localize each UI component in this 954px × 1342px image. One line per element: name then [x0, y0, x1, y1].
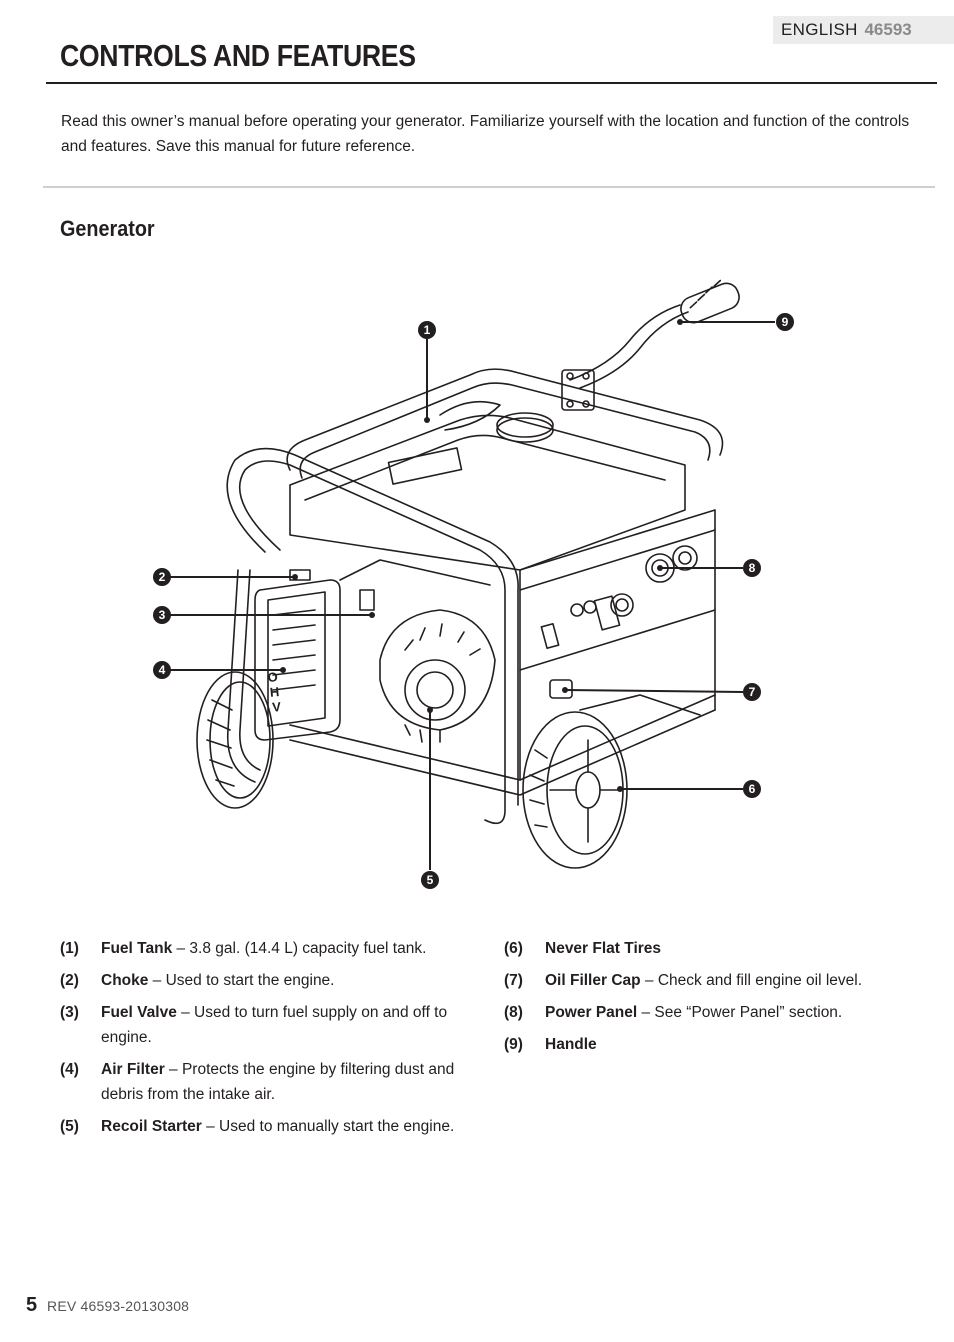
callout-5: 5	[421, 871, 439, 889]
callout-4-label: 4	[159, 663, 166, 677]
feature-item: (7) Oil Filler Cap – Check and fill engin…	[504, 968, 924, 993]
feature-item: (4) Air Filter – Protects the engine by f…	[60, 1057, 480, 1107]
frame-top	[286, 368, 724, 471]
frame-bottom	[289, 709, 716, 796]
feature-description: – See “Power Panel” section.	[637, 1004, 843, 1021]
feature-item: (3) Fuel Valve – Used to turn fuel supply…	[60, 1000, 480, 1050]
feature-list-right: (6) Never Flat Tires (7) Oil Filler Cap – …	[504, 936, 924, 1064]
feature-name: Handle	[545, 1036, 597, 1053]
handle-grip	[680, 282, 740, 324]
feature-number: (4)	[60, 1061, 79, 1078]
recoil-starter	[379, 609, 496, 743]
feature-description: – Protects the engine by filtering dust …	[101, 1061, 455, 1103]
revision-label: REV 46593-20130308	[47, 1298, 190, 1314]
feature-item: (6) Never Flat Tires	[504, 936, 924, 961]
feature-name: Power Panel	[545, 1004, 638, 1021]
callout-9: 9	[776, 313, 794, 331]
callout-3: 3	[153, 606, 171, 624]
feature-number: (9)	[504, 1036, 523, 1053]
callout-2-label: 2	[159, 570, 166, 584]
callout-5-label: 5	[427, 873, 434, 887]
left-wheel	[196, 671, 274, 809]
feature-name: Recoil Starter	[101, 1118, 202, 1135]
feature-description: – 3.8 gal. (14.4 L) capacity fuel tank.	[172, 940, 427, 957]
leader-7	[564, 689, 744, 693]
air-filter-housing	[254, 579, 341, 741]
feature-item: (8) Power Panel – See “Power Panel” secti…	[504, 1000, 924, 1025]
fuel-cap	[496, 417, 554, 443]
handle-bar	[569, 304, 681, 381]
callout-3-label: 3	[159, 608, 166, 622]
frame-front	[238, 460, 506, 825]
section-divider	[43, 186, 935, 188]
page-number: 5	[26, 1294, 38, 1316]
callout-7-label: 7	[749, 685, 756, 699]
feature-item: (9) Handle	[504, 1032, 924, 1057]
page-footer: 5 REV 46593-20130308	[26, 1294, 189, 1317]
callout-6: 6	[743, 780, 761, 798]
callout-4: 4	[153, 661, 171, 679]
callout-6-label: 6	[749, 782, 756, 796]
oil-filler-cap	[549, 679, 573, 699]
air-filter-lettering: OHV	[267, 669, 282, 715]
feature-name: Fuel Tank	[101, 940, 173, 957]
feature-description: – Check and fill engine oil level.	[640, 972, 863, 989]
intro-paragraph: Read this owner’s manual before operatin…	[61, 113, 910, 155]
callout-1: 1	[418, 321, 436, 339]
feature-number: (2)	[60, 972, 79, 989]
right-wheel	[522, 711, 628, 869]
feature-number: (3)	[60, 1004, 79, 1021]
feature-name: Choke	[101, 972, 149, 989]
feature-item: (2) Choke – Used to start the engine.	[60, 968, 480, 993]
feature-description: – Used to manually start the engine.	[201, 1118, 455, 1135]
callout-1-label: 1	[424, 323, 431, 337]
fuel-tank	[289, 414, 686, 571]
feature-number: (7)	[504, 972, 523, 989]
title-divider	[46, 82, 937, 84]
feature-name: Air Filter	[101, 1061, 165, 1078]
feature-number: (5)	[60, 1118, 79, 1135]
feature-name: Never Flat Tires	[545, 940, 662, 957]
section-title: Generator	[60, 216, 155, 241]
feature-number: (6)	[504, 940, 523, 957]
page-title: CONTROLS AND FEATURES	[60, 38, 416, 73]
callout-2: 2	[153, 568, 171, 586]
callout-8-label: 8	[749, 561, 756, 575]
language-tab: ENGLISH 46593	[773, 16, 954, 44]
feature-number: (1)	[60, 940, 79, 957]
feature-item: (5) Recoil Starter – Used to manually sta…	[60, 1114, 480, 1139]
feature-list-left: (1) Fuel Tank – 3.8 gal. (14.4 L) capacit…	[60, 936, 480, 1146]
feature-description: – Used to start the engine.	[148, 972, 335, 989]
model-number: 46593	[864, 20, 912, 39]
feature-item: (1) Fuel Tank – 3.8 gal. (14.4 L) capacit…	[60, 936, 480, 961]
feature-name: Fuel Valve	[101, 1004, 177, 1021]
language-label: ENGLISH	[781, 20, 858, 39]
callout-9-label: 9	[782, 315, 789, 329]
feature-number: (8)	[504, 1004, 523, 1021]
generator-illustration: OHV 1 2 3 4 5 6 7 8 9	[153, 279, 794, 889]
feature-name: Oil Filler Cap	[545, 972, 641, 989]
feature-description: – Used to turn fuel supply on and off to…	[101, 1004, 448, 1046]
callout-8: 8	[743, 559, 761, 577]
callout-7: 7	[743, 683, 761, 701]
